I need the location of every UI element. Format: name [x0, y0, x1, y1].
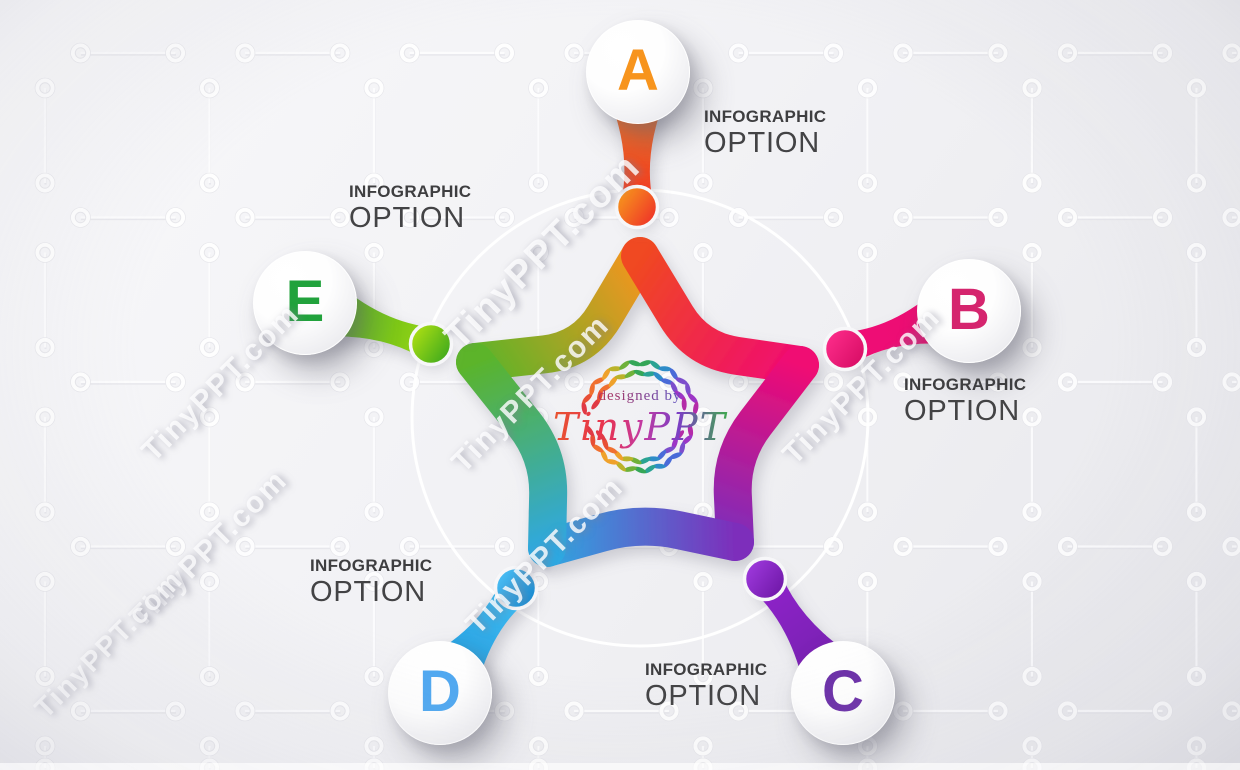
label-infographic: INFOGRAPHIC [349, 182, 472, 201]
option-e-circle: E [253, 251, 357, 355]
label-option: OPTION [349, 202, 465, 234]
label-option: OPTION [904, 395, 1020, 427]
option-a-letter: A [617, 38, 659, 103]
option-c-letter: C [822, 659, 864, 724]
label-infographic: INFOGRAPHIC [904, 375, 1027, 394]
label-infographic: INFOGRAPHIC [704, 107, 827, 126]
logo-brand: TinyPPT [553, 405, 728, 449]
label-option: OPTION [310, 576, 426, 608]
label-option: OPTION [704, 127, 820, 159]
option-e-label: INFOGRAPHIC OPTION [349, 181, 471, 235]
label-option: OPTION [645, 680, 761, 712]
option-d-label: INFOGRAPHIC OPTION [310, 555, 432, 609]
option-d-circle: D [388, 641, 492, 745]
label-infographic: INFOGRAPHIC [645, 660, 768, 679]
option-a-circle: A [586, 20, 690, 124]
option-c-circle: C [791, 641, 895, 745]
label-infographic: INFOGRAPHIC [310, 556, 433, 575]
star-point-nodes [408, 184, 868, 611]
option-b-letter: B [948, 277, 990, 342]
star-ribbon [456, 237, 819, 567]
option-e-letter: E [285, 269, 325, 334]
option-c-label: INFOGRAPHIC OPTION [645, 659, 767, 713]
option-a-label: INFOGRAPHIC OPTION [704, 106, 826, 160]
option-d-letter: D [419, 659, 461, 724]
logo-designed-by: designed by [598, 388, 681, 404]
option-b-circle: B [917, 259, 1021, 363]
laurel-wreath-icon [581, 360, 699, 474]
bottom-edge-strip [0, 763, 1240, 770]
option-b-label: INFOGRAPHIC OPTION [904, 374, 1026, 428]
